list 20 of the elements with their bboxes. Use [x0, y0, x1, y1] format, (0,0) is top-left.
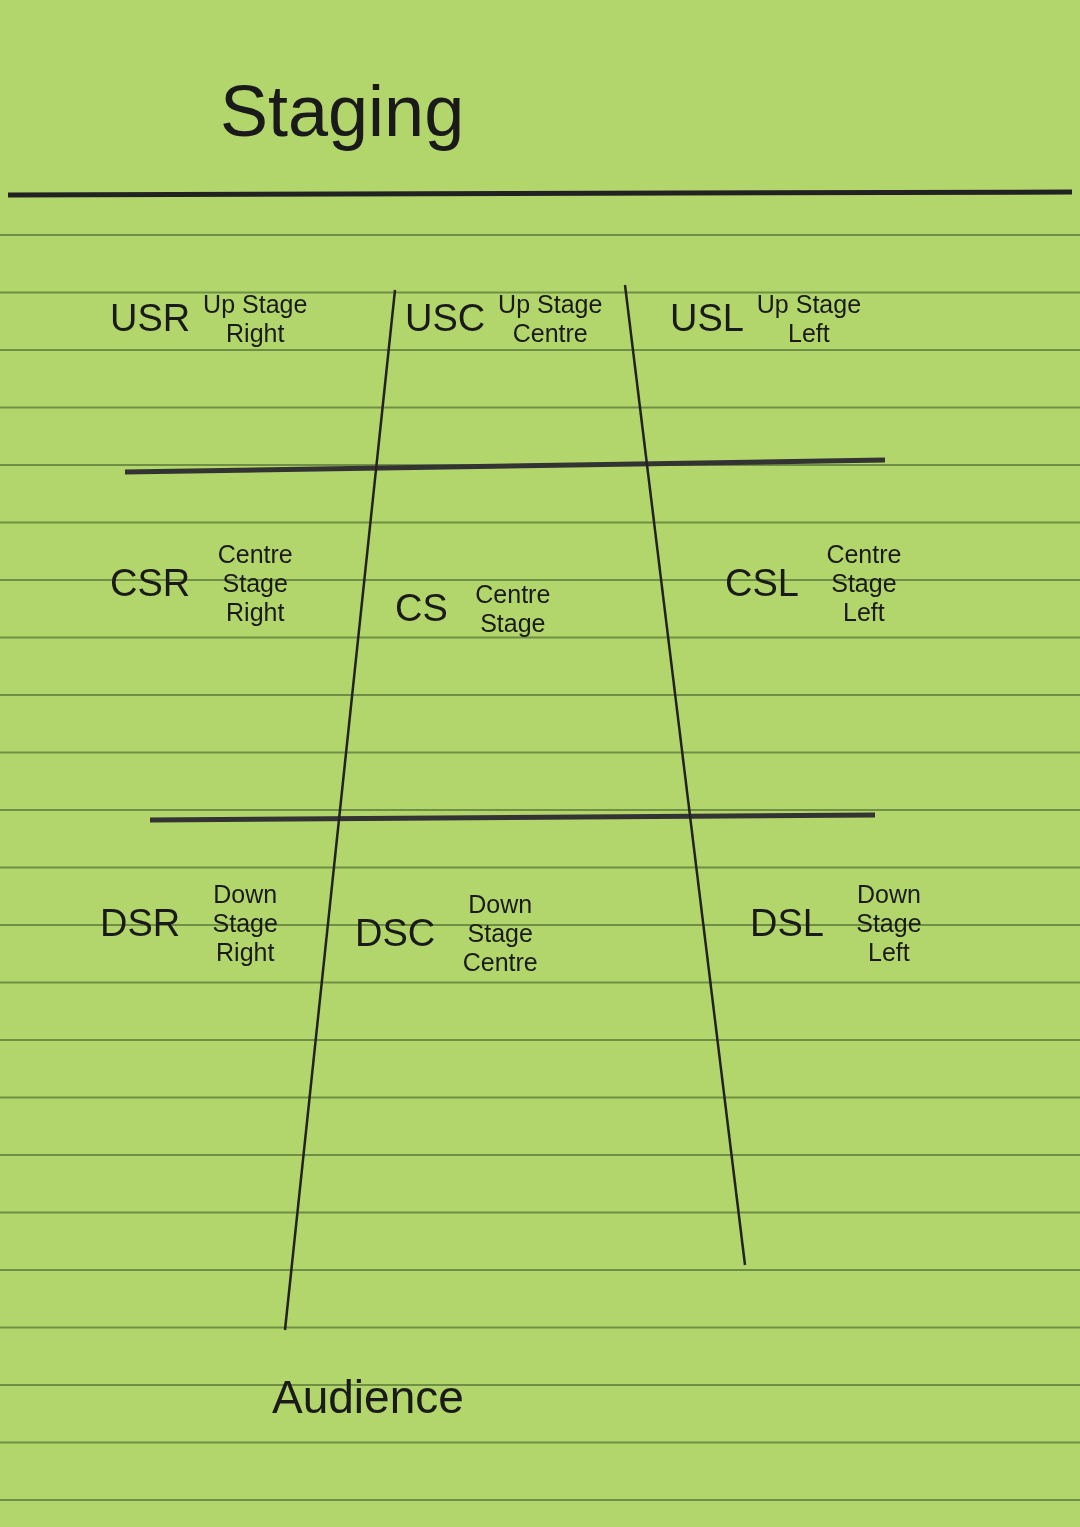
area-code: USL	[670, 297, 744, 341]
area-code: USC	[405, 297, 486, 341]
area-name: Centre Stage	[474, 580, 552, 638]
area-name: Centre Stage Right	[216, 540, 294, 627]
area-code: DSL	[750, 901, 824, 945]
page-title: Staging	[220, 70, 465, 152]
area-code: DSR	[100, 901, 181, 945]
area-code: USR	[110, 297, 191, 341]
area-name: Down Stage Centre	[461, 890, 539, 977]
area-name: Down Stage Right	[211, 880, 279, 967]
audience-label: Audience	[272, 1370, 464, 1424]
area-code: DSC	[355, 911, 436, 955]
area-name: Up Stage Centre	[497, 290, 604, 348]
area-name: Up Stage Left	[755, 290, 863, 348]
area-name: Centre Stage Left	[825, 540, 903, 627]
area-code: CS	[395, 587, 448, 631]
area-code: CSR	[110, 561, 191, 605]
area-name: Up Stage Right	[202, 290, 309, 348]
area-name: Down Stage Left	[855, 880, 923, 967]
area-code: CSL	[725, 561, 799, 605]
